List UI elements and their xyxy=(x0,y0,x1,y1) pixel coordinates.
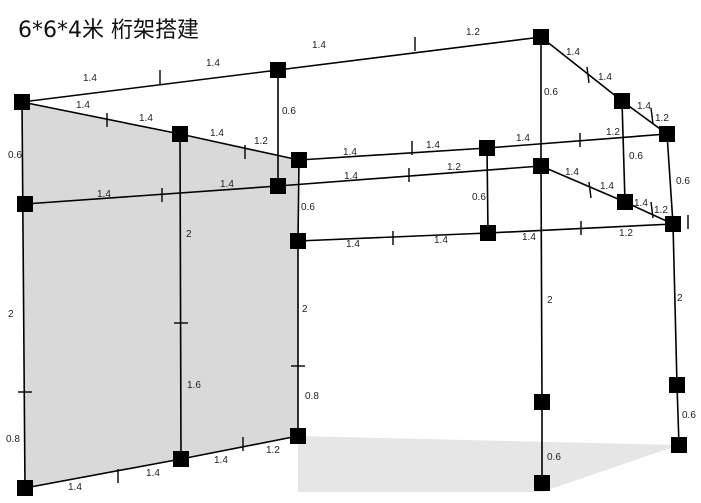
length-label: 1.4 xyxy=(343,147,357,158)
length-label: 1.4 xyxy=(566,47,580,58)
truss-bar xyxy=(540,37,543,483)
length-label: 1.2 xyxy=(254,136,268,147)
floor-shadow xyxy=(298,436,679,492)
truss-node xyxy=(173,451,189,467)
truss-bar xyxy=(540,36,668,135)
truss-node xyxy=(534,475,550,491)
truss-node xyxy=(669,377,685,393)
truss-bar xyxy=(21,101,26,489)
length-label: 1.4 xyxy=(565,167,579,178)
length-label: 1.4 xyxy=(68,482,82,493)
truss-node xyxy=(659,126,675,142)
length-label: 1.4 xyxy=(220,179,234,190)
truss-node xyxy=(617,194,633,210)
truss-node xyxy=(479,140,495,156)
length-label: 1.2 xyxy=(655,113,669,124)
truss-node xyxy=(17,196,33,212)
length-label: 2 xyxy=(302,304,308,315)
length-label: 0.8 xyxy=(6,434,20,445)
length-label: 1.4 xyxy=(434,235,448,246)
truss-bar xyxy=(179,133,182,460)
joint-tick xyxy=(586,66,590,84)
length-label: 0.8 xyxy=(305,391,319,402)
length-label: 1.4 xyxy=(139,113,153,124)
truss-bar xyxy=(621,100,626,203)
length-label: 1.4 xyxy=(637,101,651,112)
truss-bar xyxy=(666,133,680,446)
length-label: 1.2 xyxy=(447,162,461,173)
truss-node xyxy=(172,126,188,142)
length-label: 2 xyxy=(677,293,683,304)
length-label: 1.2 xyxy=(619,228,633,239)
truss-node xyxy=(533,29,549,45)
truss-node xyxy=(665,216,681,232)
truss-node xyxy=(614,93,630,109)
length-label: 0.6 xyxy=(544,87,558,98)
length-label: 1.4 xyxy=(206,58,220,69)
truss-node xyxy=(671,437,687,453)
truss-node xyxy=(14,94,30,110)
truss-node xyxy=(533,158,549,174)
length-label: 1.4 xyxy=(598,72,612,83)
length-label: 1.4 xyxy=(312,40,326,51)
length-label: 0.6 xyxy=(8,150,22,161)
length-label: 2 xyxy=(186,229,192,240)
length-label: 1.4 xyxy=(346,239,360,250)
length-label: 1.4 xyxy=(634,198,648,209)
length-label: 1.4 xyxy=(344,171,358,182)
length-label: 0.6 xyxy=(472,192,486,203)
length-label: 0.6 xyxy=(282,106,296,117)
length-label: 0.6 xyxy=(676,176,690,187)
truss-node xyxy=(480,225,496,241)
length-label: 1.2 xyxy=(266,445,280,456)
truss-bar xyxy=(486,147,489,234)
length-label: 2 xyxy=(8,309,14,320)
joint-tick xyxy=(650,107,654,125)
diagram-title: 6*6*4米 桁架搭建 xyxy=(18,18,199,43)
length-label: 1.4 xyxy=(522,232,536,243)
truss-node xyxy=(290,428,306,444)
joint-tick xyxy=(650,201,654,219)
length-label: 1.4 xyxy=(97,189,111,200)
length-label: 1.4 xyxy=(146,468,160,479)
length-label: 1.4 xyxy=(600,181,614,192)
length-label: 1.4 xyxy=(76,100,90,111)
length-label: 1.4 xyxy=(214,455,228,466)
length-label: 0.6 xyxy=(301,202,315,213)
truss-node xyxy=(270,62,286,78)
length-label: 1.4 xyxy=(516,133,530,144)
length-label: 2 xyxy=(547,295,553,306)
side-panel xyxy=(22,102,299,488)
length-label: 1.2 xyxy=(654,205,668,216)
length-label: 1.2 xyxy=(606,127,620,138)
length-label: 1.4 xyxy=(210,128,224,139)
joint-tick xyxy=(588,181,592,199)
length-label: 1.4 xyxy=(83,73,97,84)
length-label: 0.6 xyxy=(547,452,561,463)
length-label: 0.6 xyxy=(682,410,696,421)
truss-node xyxy=(270,178,286,194)
truss-node xyxy=(290,233,306,249)
truss-node xyxy=(291,152,307,168)
length-label: 1.2 xyxy=(466,27,480,38)
length-label: 1.4 xyxy=(426,140,440,151)
length-label: 0.6 xyxy=(629,151,643,162)
length-label: 1.6 xyxy=(187,380,201,391)
truss-bar xyxy=(297,159,300,436)
truss-node xyxy=(534,394,550,410)
truss-node xyxy=(17,480,33,496)
